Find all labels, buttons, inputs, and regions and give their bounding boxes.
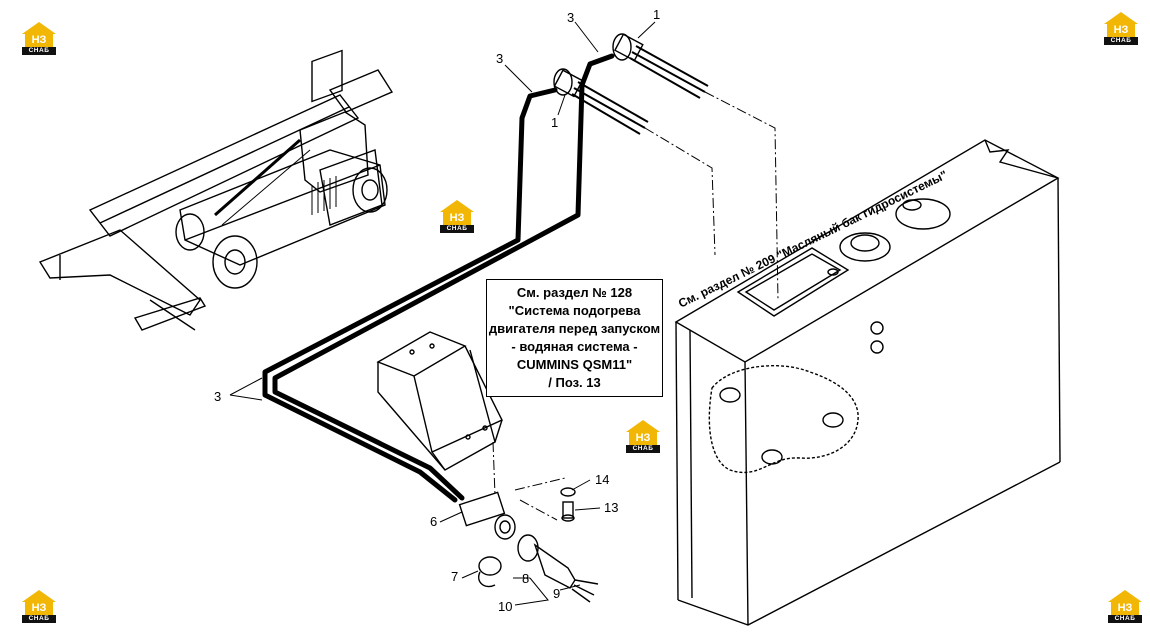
connector-parts xyxy=(458,487,599,603)
note-line-3: двигателя перед запуском xyxy=(488,321,661,336)
hydraulic-oil-tank xyxy=(674,139,1061,626)
callout-3-lower: 3 xyxy=(214,389,221,404)
hose-assembly xyxy=(262,53,615,503)
note-line-2: "Система подогрева xyxy=(508,303,641,318)
callout-13: 13 xyxy=(604,500,618,515)
reference-note-box: См. раздел № 128 "Система подогрева двиг… xyxy=(486,279,663,397)
note-line-4: - водяная система - xyxy=(511,339,638,354)
callout-14: 14 xyxy=(595,472,609,487)
heater-element-upper xyxy=(612,33,709,99)
mounting-bracket xyxy=(376,331,503,471)
callout-8: 8 xyxy=(522,571,529,586)
note-line-5: CUMMINS QSM11" xyxy=(516,357,633,372)
callout-3-middle: 3 xyxy=(496,51,503,66)
alignment-lines xyxy=(492,91,779,521)
callout-1-upper: 1 xyxy=(653,7,660,22)
note-line-6: / Поз. 13 xyxy=(548,375,601,390)
callout-1-lower: 1 xyxy=(551,115,558,130)
callout-6: 6 xyxy=(430,514,437,529)
callout-labels: 1 3 3 1 3 6 7 8 9 10 13 14 xyxy=(214,7,660,614)
leader-lines xyxy=(229,21,656,606)
heater-element-lower xyxy=(553,68,649,135)
callout-10: 10 xyxy=(498,599,512,614)
reach-stacker-illustration xyxy=(38,49,394,331)
callout-3-upper: 3 xyxy=(567,10,574,25)
callout-9: 9 xyxy=(553,586,560,601)
note-line-1: См. раздел № 128 xyxy=(516,285,633,300)
callout-7: 7 xyxy=(451,569,458,584)
